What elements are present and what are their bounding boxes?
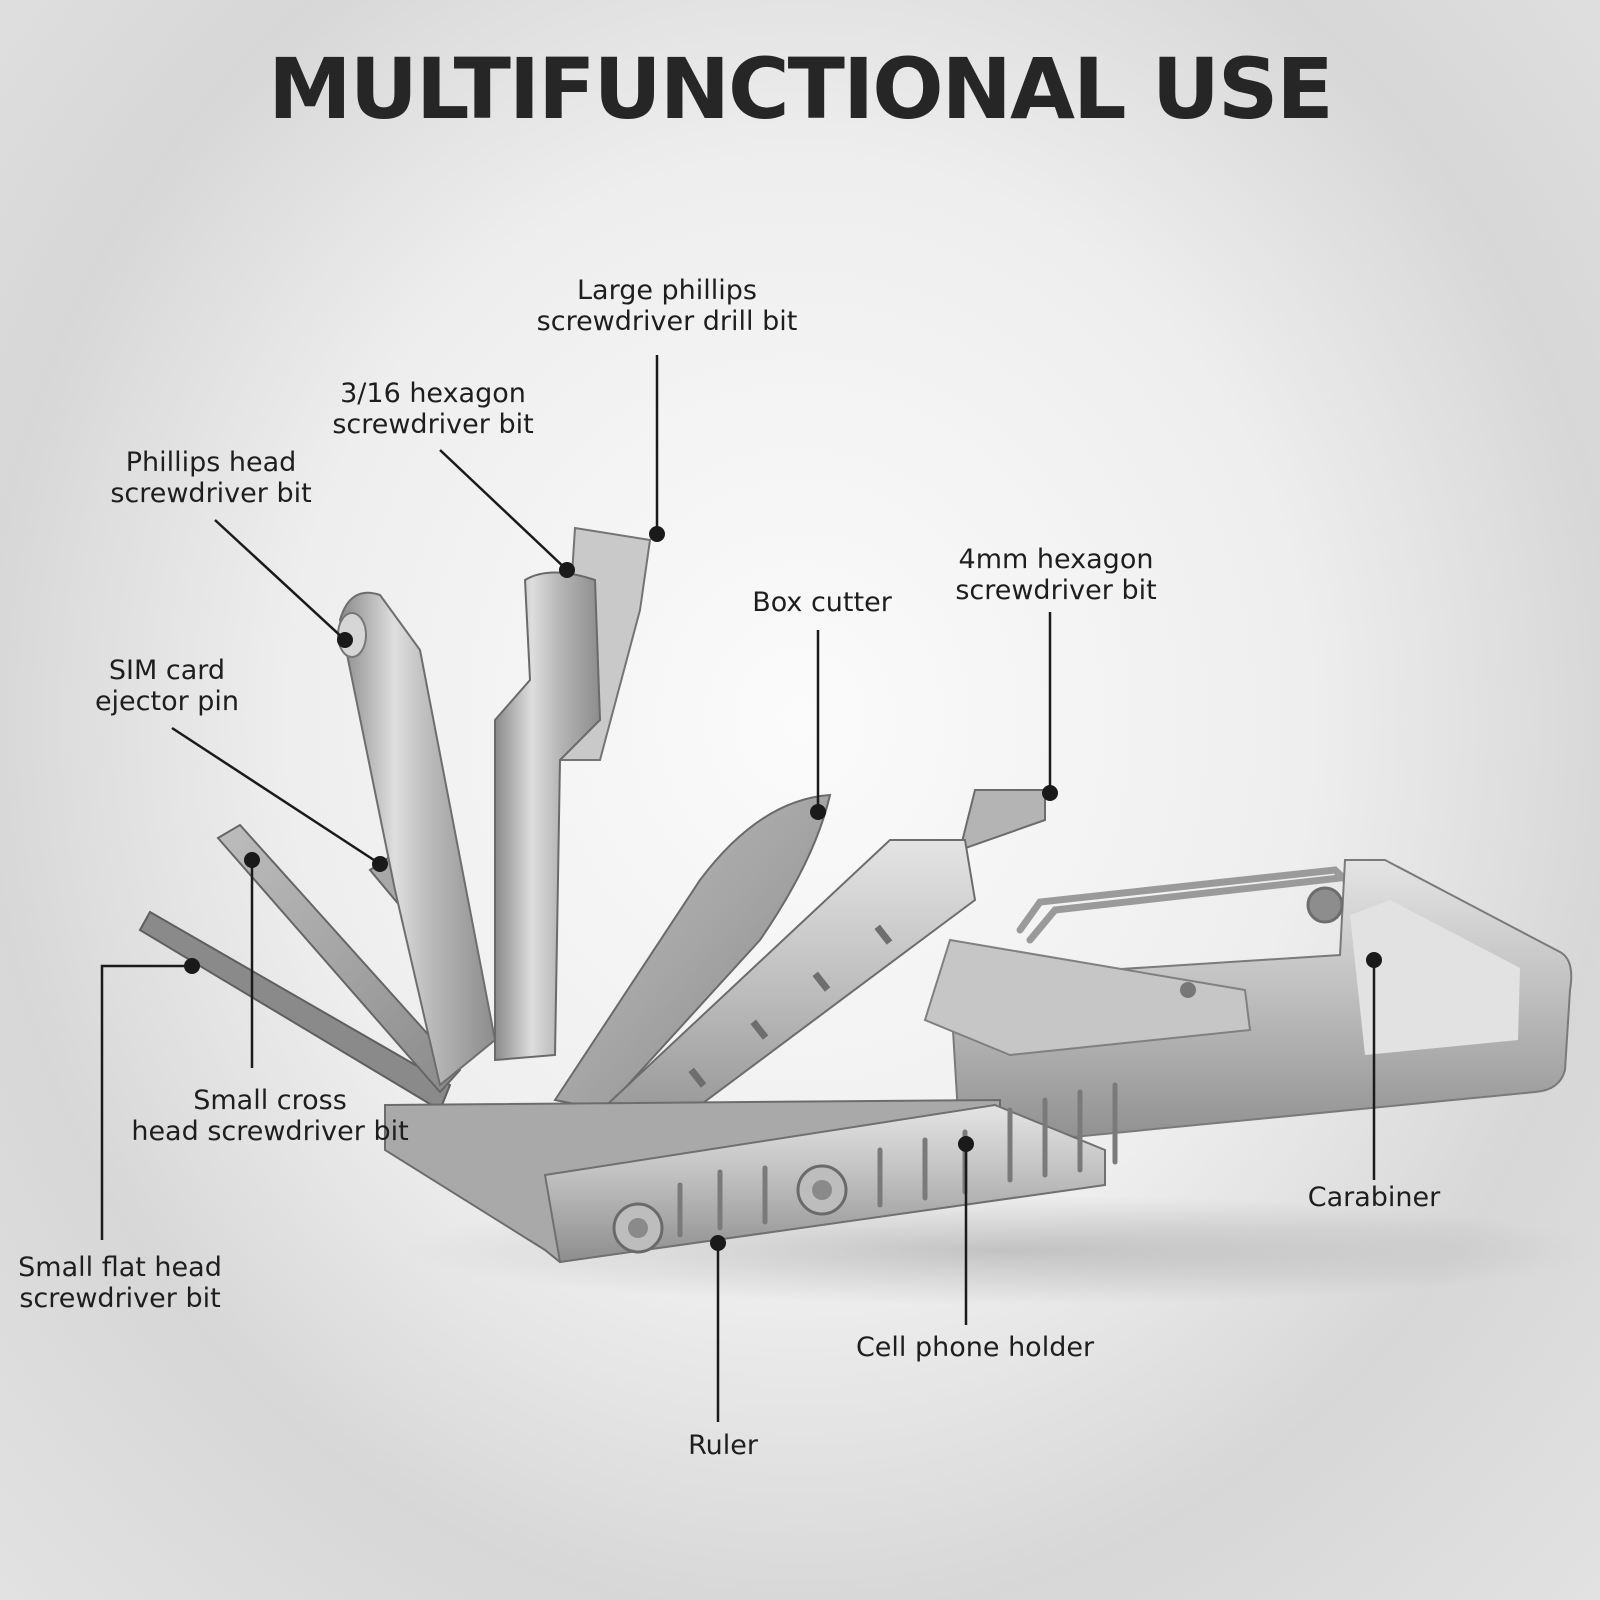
plate-hole [1180, 982, 1196, 998]
page-title: MULTIFUNCTIONAL USE [268, 40, 1334, 138]
dot-carabiner [1366, 952, 1382, 968]
carabiner-opening [1350, 900, 1520, 1055]
label-box-cutter: Box cutter [752, 587, 892, 618]
carabiner-gate [1016, 866, 1354, 944]
dot-small-flat [184, 958, 200, 974]
label-small-cross: Small cross head screwdriver bit [131, 1085, 409, 1147]
leader-phillips-head [214, 519, 346, 641]
label-hex-3-16: 3/16 hexagon screwdriver bit [332, 378, 534, 440]
dot-hex-3-16 [559, 562, 575, 578]
handle-screws [612, 1164, 848, 1254]
phone-holder-plate [923, 938, 1252, 1057]
dot-large-phillips [649, 526, 665, 542]
hex-3-16-bit [494, 571, 602, 1062]
phillips-head-bit [338, 591, 497, 1087]
ruler-slots [688, 924, 893, 1088]
label-hex-4mm: 4mm hexagon screwdriver bit [955, 544, 1157, 606]
label-phillips-head: Phillips head screwdriver bit [110, 447, 312, 509]
dot-phillips-head [337, 632, 353, 648]
ruler-arm [578, 839, 977, 1152]
label-small-flat: Small flat head screwdriver bit [18, 1252, 222, 1314]
dot-sim-pin [372, 856, 388, 872]
label-carabiner: Carabiner [1307, 1182, 1441, 1213]
leader-small-flat [100, 964, 192, 1240]
dot-ruler [710, 1235, 726, 1251]
small-cross-head-bit [216, 823, 462, 1094]
dot-cell-phone-holder [958, 1136, 974, 1152]
leader-sim-pin [171, 726, 381, 866]
small-flat-head-bit [138, 910, 452, 1112]
label-large-phillips: Large phillips screwdriver drill bit [536, 275, 798, 337]
leader-hex-3-16 [439, 449, 568, 571]
label-sim-pin: SIM card ejector pin [94, 655, 240, 717]
dot-box-cutter [810, 804, 826, 820]
dot-small-cross [244, 852, 260, 868]
label-cell-phone-holder: Cell phone holder [855, 1332, 1095, 1363]
carabiner-hinge [1306, 886, 1344, 924]
dot-hex-4mm [1042, 785, 1058, 801]
label-ruler: Ruler [688, 1430, 758, 1461]
hex-4mm-bit [958, 789, 1046, 852]
